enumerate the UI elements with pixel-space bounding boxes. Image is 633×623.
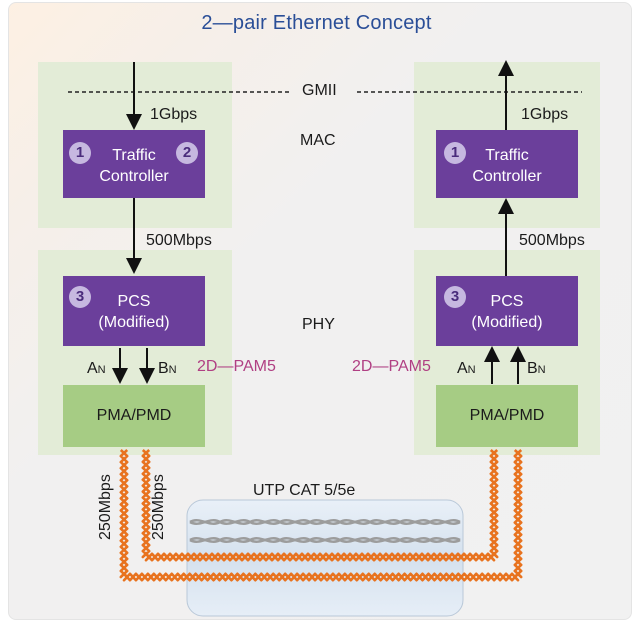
left-pair-rate-1: 250Mbps: [97, 474, 114, 540]
gmii-label: GMII: [302, 82, 337, 99]
left-traffic-badge-1: 1: [69, 142, 91, 164]
left-rate-500mbps: 500Mbps: [146, 232, 212, 249]
left-lane-b-label: BN: [158, 360, 177, 377]
right-rate-1gbps: 1Gbps: [521, 106, 569, 123]
active-orange-pairs: [119, 449, 523, 582]
diagram-title: 2—pair Ethernet Concept: [201, 12, 432, 34]
left-pcs-line1: PCS: [117, 293, 151, 310]
left-pcs-block: 3 PCS (Modified): [63, 276, 205, 346]
orange-wire-strand: [119, 449, 523, 582]
left-pma-pmd-block: PMA/PMD: [63, 385, 205, 447]
right-rate-500mbps: 500Mbps: [519, 232, 585, 249]
right-traffic-controller: 1 Traffic Controller: [436, 130, 578, 198]
right-pcs-badge-3: 3: [444, 286, 466, 308]
right-pam5-label: 2D—PAM5: [352, 358, 431, 375]
orange-wire-strand: [119, 449, 523, 582]
left-traffic-line2: Controller: [99, 168, 169, 185]
right-traffic-line2: Controller: [472, 168, 542, 185]
right-pcs-line1: PCS: [490, 293, 524, 310]
orange-wire-strand: [141, 449, 499, 562]
right-lane-a-label: AN: [457, 360, 476, 377]
left-pcs-line2: (Modified): [98, 314, 170, 331]
left-pam5-label: 2D—PAM5: [197, 358, 276, 375]
right-pcs-block: 3 PCS (Modified): [436, 276, 578, 346]
unused-grey-pairs: [189, 519, 461, 543]
left-traffic-line1: Traffic: [112, 147, 156, 164]
right-pma-pmd-block: PMA/PMD: [436, 385, 578, 447]
cable-label: UTP CAT 5/5e: [253, 482, 356, 499]
right-traffic-badge-1: 1: [444, 142, 466, 164]
left-lane-a-label: AN: [87, 360, 106, 377]
right-lane-b-label: BN: [527, 360, 546, 377]
left-traffic-badge-2: 2: [176, 142, 198, 164]
right-traffic-line1: Traffic: [485, 147, 529, 164]
mac-label: MAC: [300, 132, 336, 149]
left-rate-1gbps: 1Gbps: [150, 106, 198, 123]
left-pcs-badge-3: 3: [69, 286, 91, 308]
orange-wire-strand: [141, 449, 499, 562]
phy-label: PHY: [302, 316, 335, 333]
left-pair-rate-2: 250Mbps: [150, 474, 167, 540]
left-traffic-controller: 1 2 Traffic Controller: [63, 130, 205, 198]
right-pcs-line2: (Modified): [471, 314, 543, 331]
